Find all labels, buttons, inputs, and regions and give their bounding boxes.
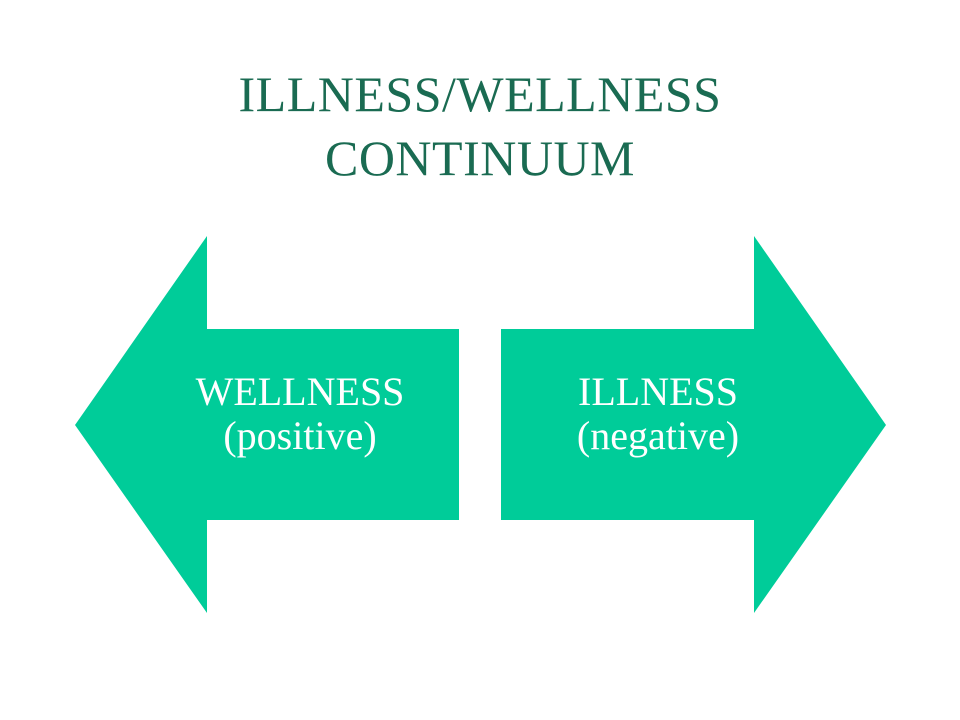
page-title: ILLNESS/WELLNESS CONTINUUM: [0, 62, 960, 190]
illness-arrow-right-icon: [501, 236, 886, 613]
illness-label-line-1: ILLNESS: [578, 369, 738, 414]
title-line-2: CONTINUUM: [324, 130, 636, 186]
illness-label-line-2: (negative): [576, 413, 740, 458]
wellness-label: WELLNESS (positive): [150, 370, 450, 458]
wellness-label-line-2: (positive): [223, 413, 377, 458]
wellness-arrow-left-icon: [75, 236, 459, 613]
title-line-1: ILLNESS/WELLNESS: [238, 66, 722, 122]
illness-label: ILLNESS (negative): [508, 370, 808, 458]
wellness-label-line-1: WELLNESS: [195, 369, 405, 414]
